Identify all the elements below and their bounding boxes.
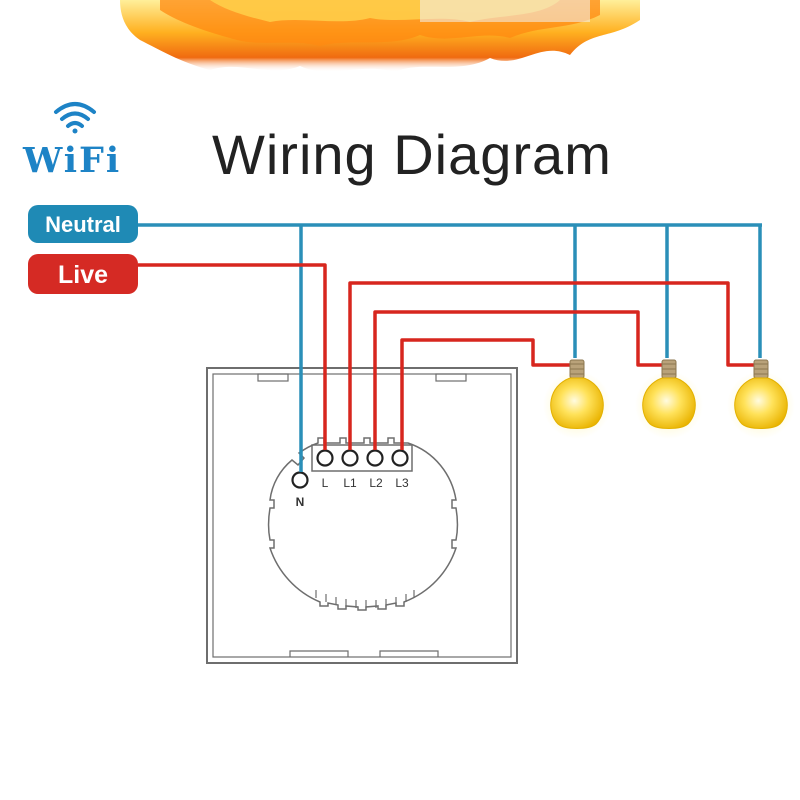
switch-panel — [206, 367, 518, 664]
live-wires — [138, 263, 757, 450]
terminal-l3-label: L3 — [395, 476, 409, 490]
live-badge: Live — [28, 254, 138, 294]
wifi-logo: WiFi — [22, 102, 121, 181]
terminal-l-screw — [316, 449, 334, 467]
neutral-wires — [138, 223, 762, 472]
page-title: Wiring Diagram — [212, 123, 612, 186]
l1-to-bulb-3-wire — [348, 281, 757, 450]
live-label: Live — [58, 261, 108, 289]
light-bulb-icon — [642, 377, 696, 429]
terminal-l2-label: L2 — [369, 476, 383, 490]
terminal-labels: N L L1 L2 L3 — [296, 476, 409, 509]
light-bulb-2 — [635, 359, 703, 439]
light-bulb-icon — [550, 377, 604, 429]
terminal-block — [291, 449, 409, 489]
live-feed-wire — [138, 263, 327, 450]
terminal-l1-label: L1 — [343, 476, 357, 490]
light-bulb-1 — [543, 359, 611, 439]
wifi-signal-icon — [54, 102, 96, 134]
l3-to-bulb-1-wire — [400, 338, 572, 450]
terminal-n-label: N — [296, 495, 305, 509]
light-bulb-icon — [734, 377, 788, 429]
fire-banner — [120, 0, 640, 72]
neutral-badge: Neutral — [28, 205, 138, 243]
wifi-text: WiFi — [22, 140, 121, 181]
terminal-l-label: L — [322, 476, 329, 490]
l2-to-bulb-2-wire — [373, 310, 664, 450]
terminal-n-screw — [291, 471, 309, 489]
neutral-label: Neutral — [45, 212, 121, 237]
terminal-l3-screw — [391, 449, 409, 467]
terminal-l2-screw — [366, 449, 384, 467]
light-bulb-3 — [727, 359, 795, 439]
terminal-l1-screw — [341, 449, 359, 467]
